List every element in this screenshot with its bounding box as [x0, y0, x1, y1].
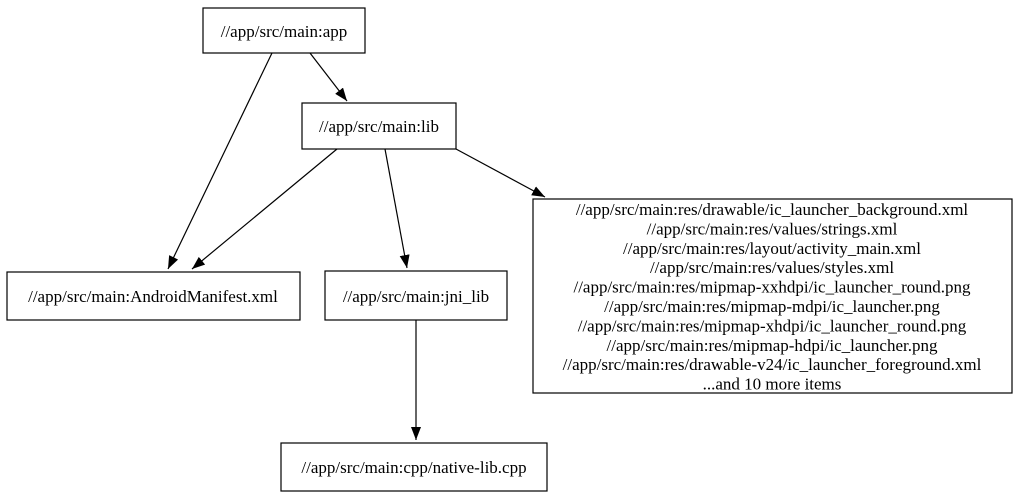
- node-manifest: //app/src/main:AndroidManifest.xml: [6, 271, 301, 321]
- node-lib-label: //app/src/main:lib: [319, 117, 439, 136]
- node-res-line: //app/src/main:res/mipmap-xxhdpi/ic_laun…: [573, 278, 971, 297]
- node-cpp-box: [280, 442, 548, 492]
- node-cpp: //app/src/main:cpp/native-lib.cpp: [280, 442, 548, 492]
- node-manifest-box: [6, 271, 301, 321]
- node-res-line: //app/src/main:res/layout/activity_main.…: [623, 239, 921, 258]
- node-res-more-items-label: ...and 10 more items: [703, 375, 842, 394]
- edge-lib-to-manifest: [191, 148, 338, 270]
- node-jni-lib-box: [324, 270, 508, 321]
- node-res-line: //app/src/main:res/drawable-v24/ic_launc…: [563, 355, 982, 374]
- node-res-line: //app/src/main:res/values/strings.xml: [647, 219, 898, 238]
- node-lib: //app/src/main:lib: [301, 102, 457, 150]
- node-app-label: //app/src/main:app: [221, 22, 348, 41]
- node-res-group-box: [532, 198, 1013, 394]
- edge-lib-to-res-group: [455, 148, 546, 198]
- node-res-group: //app/src/main:res/drawable/ic_launcher_…: [532, 198, 1013, 394]
- node-res-line: //app/src/main:res/drawable/ic_launcher_…: [576, 200, 969, 219]
- edge-lib-to-jni-lib: [384, 148, 410, 269]
- node-manifest-label: //app/src/main:AndroidManifest.xml: [28, 287, 278, 306]
- node-jni-lib: //app/src/main:jni_lib: [324, 270, 508, 321]
- node-res-line: //app/src/main:res/mipmap-xhdpi/ic_launc…: [578, 316, 967, 335]
- node-res-line: //app/src/main:res/mipmap-hdpi/ic_launch…: [607, 336, 938, 355]
- edge-app-to-lib: [309, 52, 348, 102]
- graph-edges: [167, 52, 546, 440]
- node-lib-box: [301, 102, 457, 150]
- node-res-line: //app/src/main:res/values/styles.xml: [650, 258, 894, 277]
- node-cpp-label: //app/src/main:cpp/native-lib.cpp: [301, 458, 526, 477]
- node-jni-lib-label: //app/src/main:jni_lib: [343, 287, 489, 306]
- node-res-line: //app/src/main:res/mipmap-mdpi/ic_launch…: [604, 297, 940, 316]
- node-app-box: [202, 7, 366, 54]
- edge-app-to-manifest: [167, 52, 273, 270]
- node-app: //app/src/main:app: [202, 7, 366, 54]
